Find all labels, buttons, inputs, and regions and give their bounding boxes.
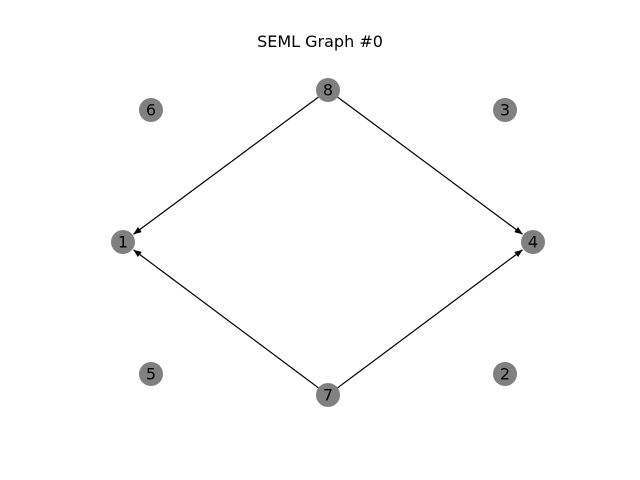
node-label-7: 7 bbox=[323, 386, 333, 405]
edges-layer bbox=[133, 96, 523, 389]
node-4: 4 bbox=[521, 230, 545, 254]
nodes-layer: 8 6 3 1 4 5 2 7 bbox=[111, 78, 545, 407]
node-circle-3 bbox=[493, 98, 517, 122]
node-label-4: 4 bbox=[528, 233, 538, 252]
node-circle-2 bbox=[493, 362, 517, 386]
edge-7-to-1 bbox=[133, 249, 319, 389]
node-6: 6 bbox=[139, 98, 163, 122]
node-label-1: 1 bbox=[118, 233, 128, 252]
node-label-5: 5 bbox=[146, 365, 156, 384]
edge-8-to-4 bbox=[337, 96, 523, 235]
node-label-6: 6 bbox=[146, 101, 156, 120]
edge-8-to-1 bbox=[133, 96, 319, 235]
node-label-8: 8 bbox=[323, 81, 333, 100]
node-2: 2 bbox=[493, 362, 517, 386]
node-circle-1 bbox=[111, 230, 135, 254]
graph-title: SEML Graph #0 bbox=[257, 32, 383, 51]
node-label-2: 2 bbox=[500, 365, 510, 384]
node-5: 5 bbox=[139, 362, 163, 386]
edge-7-to-4 bbox=[337, 249, 523, 389]
node-circle-5 bbox=[139, 362, 163, 386]
node-circle-8 bbox=[316, 78, 340, 102]
node-7: 7 bbox=[316, 383, 340, 407]
node-3: 3 bbox=[493, 98, 517, 122]
node-1: 1 bbox=[111, 230, 135, 254]
node-label-3: 3 bbox=[500, 101, 510, 120]
node-circle-7 bbox=[316, 383, 340, 407]
node-8: 8 bbox=[316, 78, 340, 102]
node-circle-4 bbox=[521, 230, 545, 254]
node-circle-6 bbox=[139, 98, 163, 122]
